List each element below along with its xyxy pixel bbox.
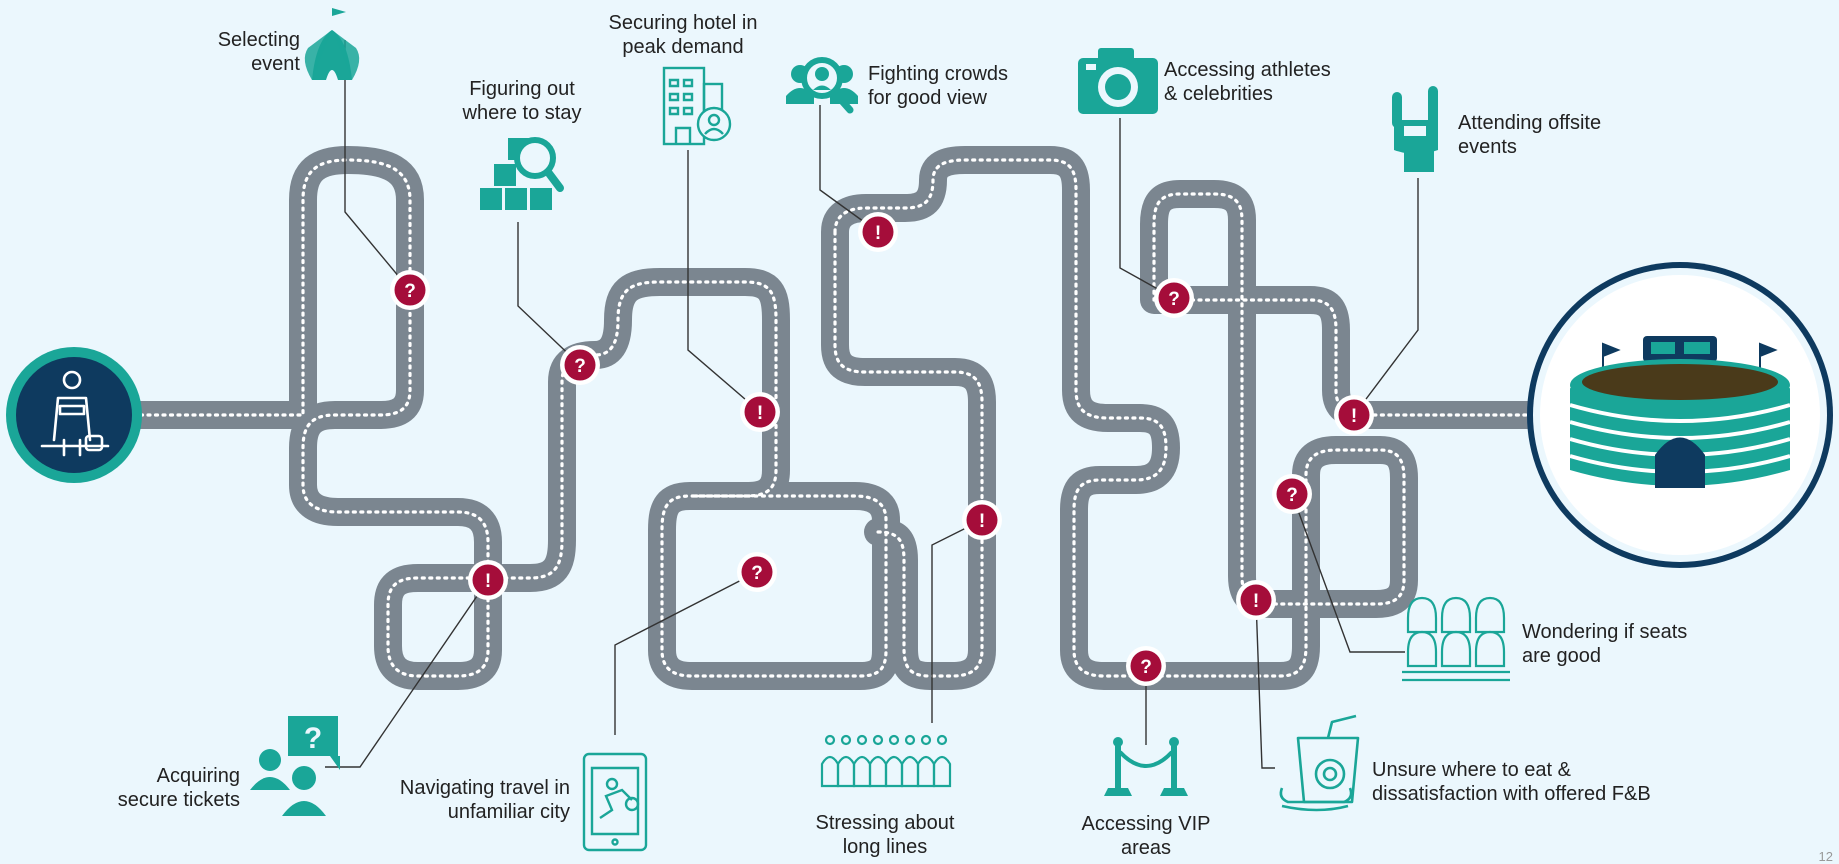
hotel-search-icon: [480, 137, 564, 210]
label-line: Acquiring: [156, 765, 240, 787]
label-line: where to stay: [462, 102, 582, 124]
exclamation-marker: !: [962, 500, 1002, 540]
question-marker: ?: [1272, 474, 1312, 514]
label-stressing-lines: Stressing about long lines: [800, 811, 970, 859]
label-line: dissatisfaction with offered F&B: [1372, 783, 1651, 805]
label-line: areas: [1120, 837, 1172, 859]
label-line: secure tickets: [117, 789, 240, 811]
leader-navigating: [614, 571, 758, 735]
label-line: Attending offsite: [1458, 112, 1602, 134]
svg-text:?: ?: [1140, 657, 1152, 678]
svg-text:!: !: [1351, 406, 1357, 427]
label-line: Wondering if seats: [1522, 621, 1688, 643]
question-marker: ?: [1126, 646, 1166, 686]
vip-rope-icon: [1104, 737, 1188, 796]
leader-fighting-crowds: [819, 105, 879, 233]
label-wondering-seats: Wondering if seats are good: [1522, 620, 1687, 668]
label-line: event: [251, 53, 300, 75]
camera-icon: [1078, 48, 1158, 114]
leader-securing-hotel: [687, 150, 761, 413]
leader-selecting-event: [344, 40, 411, 291]
label-figuring-stay: Figuring out where to stay: [452, 77, 592, 125]
svg-text:?: ?: [304, 722, 322, 755]
label-line: peak demand: [622, 36, 744, 58]
label-unsure-eat: Unsure where to eat & dissatisfaction wi…: [1372, 758, 1651, 806]
label-line: for good view: [868, 87, 987, 109]
ticket-question-icon: ?: [250, 716, 340, 816]
map-tablet-icon: [582, 752, 648, 852]
winding-road: [118, 160, 1540, 676]
label-line: Accessing VIP: [1081, 813, 1211, 835]
svg-text:?: ?: [574, 356, 586, 377]
leader-acquiring-tickets: [325, 579, 489, 768]
label-line: Navigating travel in: [399, 777, 570, 799]
svg-text:!: !: [875, 223, 881, 244]
question-marker: ?: [1154, 278, 1194, 318]
label-line: Figuring out: [469, 78, 575, 100]
svg-text:!: !: [757, 403, 763, 424]
svg-text:?: ?: [751, 563, 763, 584]
stadium-icon: [1527, 262, 1833, 568]
question-marker: ?: [560, 345, 600, 385]
label-securing-hotel: Securing hotel in peak demand: [588, 11, 778, 59]
leader-lines: [325, 40, 1419, 769]
page-number: 12: [1818, 849, 1833, 864]
svg-text:!: !: [1253, 591, 1259, 612]
label-navigating-travel: Navigating travel in unfamiliar city: [360, 776, 570, 824]
stadium-seats-icon: [1402, 596, 1510, 682]
svg-text:?: ?: [1286, 485, 1298, 506]
label-accessing-vip: Accessing VIP areas: [1066, 812, 1226, 860]
leader-eat: [1255, 599, 1275, 769]
label-line: events: [1458, 136, 1517, 158]
svg-text:?: ?: [1168, 289, 1180, 310]
label-line: are good: [1522, 645, 1601, 667]
leader-accessing-athletes: [1119, 118, 1175, 299]
question-marker: ?: [737, 552, 777, 592]
food-drink-icon: [1279, 714, 1360, 812]
label-line: Unsure where to eat &: [1372, 759, 1571, 781]
exclamation-marker: !: [1334, 395, 1374, 435]
label-fighting-crowds: Fighting crowds for good view: [868, 62, 1008, 110]
label-acquiring-tickets: Acquiring secure tickets: [80, 764, 240, 812]
label-selecting-event: Selecting event: [190, 28, 300, 76]
svg-text:!: !: [979, 511, 985, 532]
label-line: unfamiliar city: [447, 801, 570, 823]
traveler-icon: [6, 347, 142, 483]
label-line: Accessing athletes: [1164, 59, 1331, 81]
queue-people-icon: [820, 734, 952, 788]
circus-tent-icon: [304, 8, 360, 80]
svg-text:!: !: [485, 571, 491, 592]
leader-seats: [1291, 493, 1405, 653]
question-marker: ?: [390, 270, 430, 310]
rock-hand-icon: [1392, 86, 1438, 172]
leader-figuring-stay: [517, 222, 581, 366]
exclamation-marker: !: [468, 560, 508, 600]
exclamation-marker: !: [1236, 580, 1276, 620]
label-attending-offsite: Attending offsite events: [1458, 111, 1601, 159]
crowd-search-icon: [786, 57, 858, 114]
exclamation-marker: !: [858, 212, 898, 252]
hotel-building-icon: [662, 66, 732, 146]
label-line: Securing hotel in: [608, 12, 758, 34]
label-line: long lines: [842, 836, 928, 858]
label-line: Stressing about: [815, 812, 955, 834]
label-line: & celebrities: [1164, 83, 1273, 105]
exclamation-marker: !: [740, 392, 780, 432]
label-accessing-athletes: Accessing athletes & celebrities: [1164, 58, 1331, 106]
leader-offsite: [1353, 178, 1419, 416]
label-line: Selecting: [217, 29, 300, 51]
svg-text:?: ?: [404, 281, 416, 302]
label-line: Fighting crowds: [868, 63, 1009, 85]
